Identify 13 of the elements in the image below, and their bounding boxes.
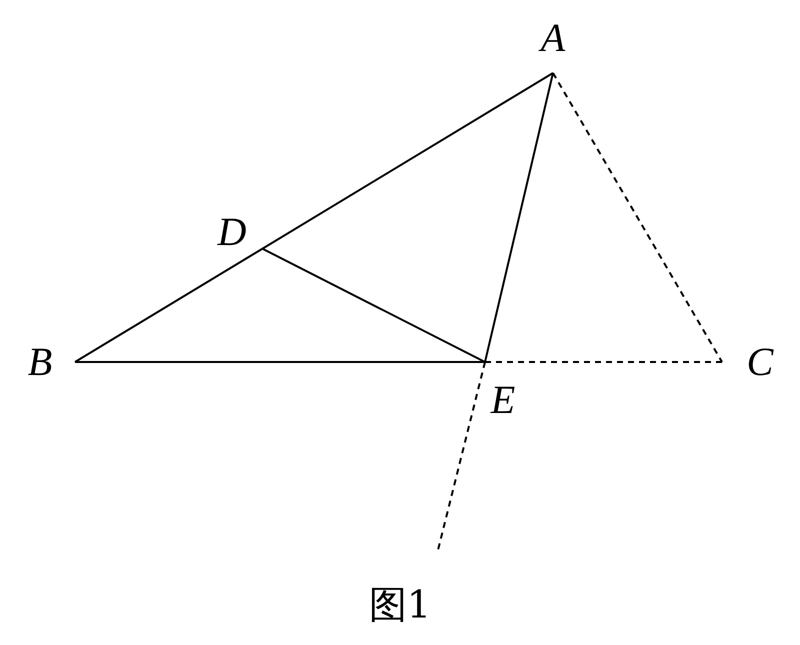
point-label: E [490,380,516,420]
point-label: B [28,342,52,382]
point-label: C [746,342,774,382]
dashed-line [485,361,722,363]
line-segment [484,72,554,362]
line-segment [74,72,554,363]
figure-caption: 图1 [368,582,432,628]
point-label: D [218,212,246,252]
dashed-line [552,72,723,362]
line-segment [262,248,486,363]
point-label: A [540,18,566,58]
dashed-line [437,362,486,550]
line-segment [75,361,485,363]
